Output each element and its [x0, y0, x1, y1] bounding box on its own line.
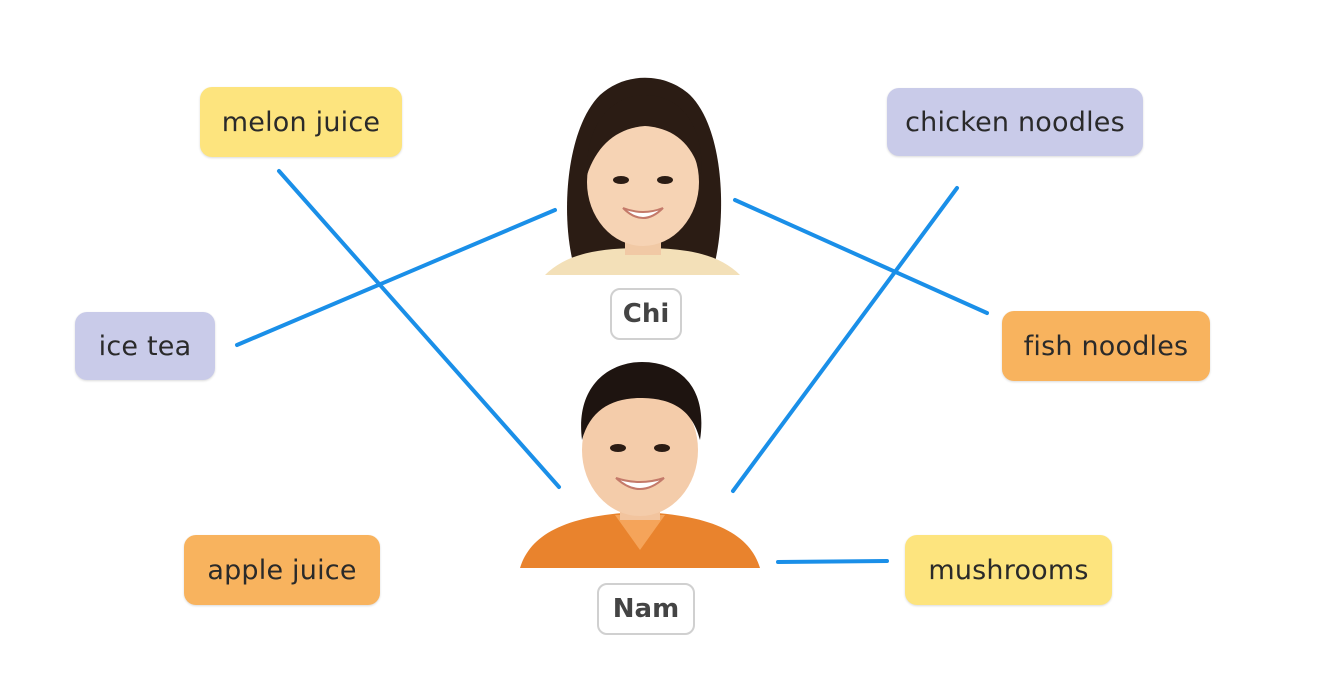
tag-fish-noodles[interactable]: fish noodles — [1002, 311, 1210, 381]
chi-portrait — [545, 77, 740, 275]
line-chicken-noodles-nam — [731, 186, 959, 493]
line-nam-mushrooms — [776, 559, 889, 564]
line-chi-fish-noodles — [733, 198, 989, 315]
tag-apple-juice[interactable]: apple juice — [184, 535, 380, 605]
tag-melon-juice[interactable]: melon juice — [200, 87, 402, 157]
name-label-nam: Nam — [597, 583, 695, 635]
tag-label: fish noodles — [1023, 330, 1189, 362]
tag-label: melon juice — [221, 106, 381, 138]
name-text: Nam — [612, 594, 680, 624]
tag-ice-tea[interactable]: ice tea — [75, 312, 215, 380]
tag-label: chicken noodles — [905, 106, 1125, 138]
line-melon-juice-nam — [277, 169, 561, 489]
tag-label: apple juice — [207, 554, 357, 586]
name-label-chi: Chi — [610, 288, 682, 340]
line-ice-tea-chi — [235, 208, 557, 347]
tag-label: ice tea — [98, 330, 192, 362]
nam-portrait — [520, 362, 760, 568]
tag-label: mushrooms — [928, 554, 1089, 586]
name-text: Chi — [622, 299, 670, 329]
tag-mushrooms[interactable]: mushrooms — [905, 535, 1112, 605]
tag-chicken-noodles[interactable]: chicken noodles — [887, 88, 1143, 156]
